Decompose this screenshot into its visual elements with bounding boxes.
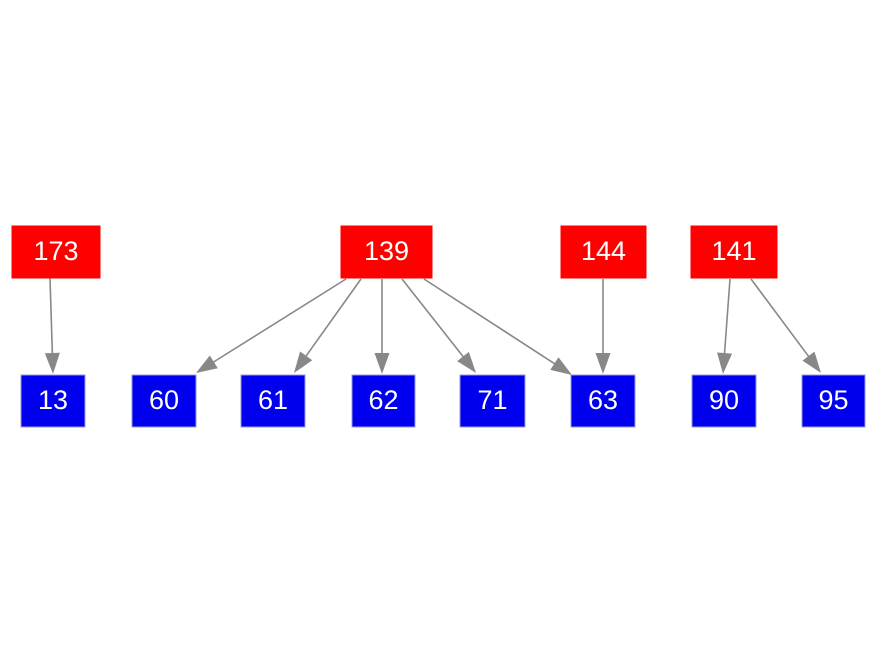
nodes-layer: 173 139 144 141 13 60 61 62 71 63 90 95 bbox=[11, 225, 866, 428]
node-63[interactable]: 63 bbox=[570, 374, 636, 428]
node-139[interactable]: 139 bbox=[340, 225, 433, 279]
node-label-61: 61 bbox=[258, 385, 288, 415]
node-71[interactable]: 71 bbox=[459, 374, 526, 428]
node-box-63[interactable] bbox=[570, 374, 636, 428]
edge-n139-to-n62 bbox=[374, 279, 390, 374]
arrowhead-icon bbox=[717, 352, 733, 374]
arrowhead-icon bbox=[196, 355, 218, 373]
node-144[interactable]: 144 bbox=[560, 225, 647, 279]
node-box-60[interactable] bbox=[131, 374, 197, 428]
node-label-139: 139 bbox=[364, 236, 409, 266]
node-90[interactable]: 90 bbox=[691, 374, 757, 428]
edge-n139-to-n71 bbox=[401, 278, 476, 373]
node-173[interactable]: 173 bbox=[11, 225, 101, 279]
node-box-95[interactable] bbox=[801, 374, 866, 428]
arrowhead-icon bbox=[550, 357, 572, 375]
node-box-90[interactable] bbox=[691, 374, 757, 428]
node-label-62: 62 bbox=[368, 385, 398, 415]
node-label-141: 141 bbox=[711, 236, 756, 266]
edge-n173-to-n13 bbox=[44, 277, 60, 374]
node-box-61[interactable] bbox=[240, 374, 306, 428]
node-label-13: 13 bbox=[38, 385, 68, 415]
edge-n139-to-n63 bbox=[423, 278, 572, 375]
node-95[interactable]: 95 bbox=[801, 374, 866, 428]
node-141[interactable]: 141 bbox=[690, 225, 778, 279]
node-label-63: 63 bbox=[588, 385, 618, 415]
arrowhead-icon bbox=[595, 353, 611, 374]
edge-n141-to-n95 bbox=[750, 278, 821, 373]
node-label-144: 144 bbox=[581, 236, 626, 266]
edge-n144-to-n63 bbox=[595, 279, 611, 374]
node-box-141[interactable] bbox=[690, 225, 778, 279]
node-60[interactable]: 60 bbox=[131, 374, 197, 428]
node-62[interactable]: 62 bbox=[351, 374, 416, 428]
node-box-62[interactable] bbox=[351, 374, 416, 428]
arrowhead-icon bbox=[802, 351, 821, 373]
node-label-173: 173 bbox=[33, 236, 78, 266]
node-label-71: 71 bbox=[477, 385, 507, 415]
arrowhead-icon bbox=[44, 352, 60, 374]
node-box-173[interactable] bbox=[11, 225, 101, 279]
edge-n139-to-n60 bbox=[196, 278, 347, 373]
node-box-139[interactable] bbox=[340, 225, 433, 279]
node-label-90: 90 bbox=[709, 385, 739, 415]
edge-n139-to-n61 bbox=[294, 278, 362, 373]
edge-n141-to-n90 bbox=[717, 278, 733, 374]
arrowhead-icon bbox=[457, 351, 476, 373]
node-label-60: 60 bbox=[149, 385, 179, 415]
node-box-13[interactable] bbox=[20, 374, 86, 428]
node-box-144[interactable] bbox=[560, 225, 647, 279]
node-label-95: 95 bbox=[818, 385, 848, 415]
node-13[interactable]: 13 bbox=[20, 374, 86, 428]
node-box-71[interactable] bbox=[459, 374, 526, 428]
arrowhead-icon bbox=[294, 351, 313, 373]
node-61[interactable]: 61 bbox=[240, 374, 306, 428]
arrowhead-icon bbox=[374, 353, 390, 374]
edges-layer bbox=[44, 277, 821, 375]
